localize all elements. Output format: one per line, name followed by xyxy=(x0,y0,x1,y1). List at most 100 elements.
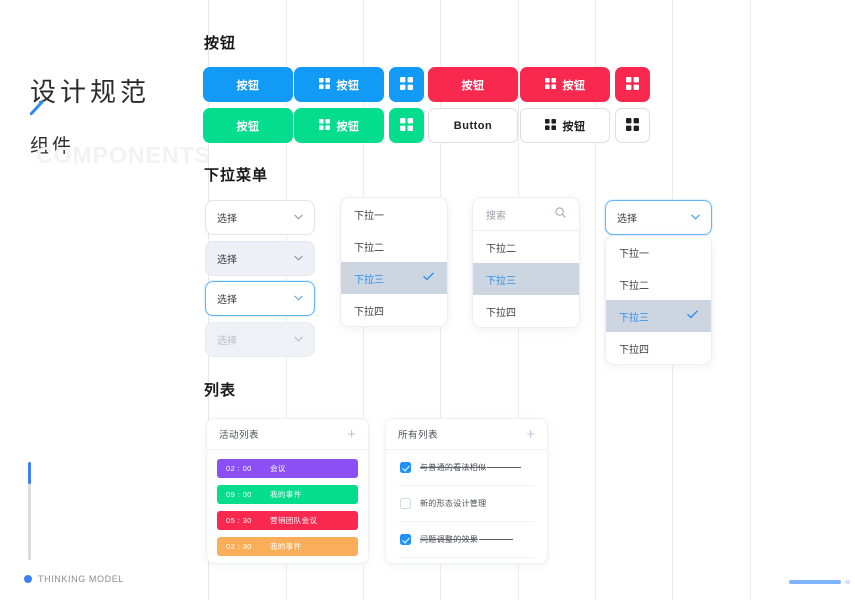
dropdown-option[interactable]: 下拉一 xyxy=(606,236,711,268)
search-input[interactable]: 搜索 xyxy=(473,198,579,231)
list-item-label: 新的形态设计管理 xyxy=(420,499,487,508)
button-primary-blue[interactable]: 按钮 xyxy=(203,67,293,102)
activity-item[interactable]: 02 : 30 我的事件 xyxy=(217,537,358,556)
button-label: 按钮 xyxy=(461,79,485,92)
dropdown-panel-open[interactable]: 下拉一 下拉二 下拉三 下拉四 xyxy=(605,235,712,365)
activity-item[interactable]: 09 : 00 我的事件 xyxy=(217,485,358,504)
grid-4-icon xyxy=(400,117,413,134)
dropdown-option-selected[interactable]: 下拉三 xyxy=(473,263,579,295)
dropdown-option[interactable]: 下拉四 xyxy=(606,332,711,364)
plus-icon[interactable]: + xyxy=(526,425,535,443)
option-label: 下拉一 xyxy=(619,248,649,260)
select-value: 选择 xyxy=(217,214,237,225)
select-default[interactable]: 选择 xyxy=(205,200,315,235)
chevron-down-icon xyxy=(294,253,303,264)
list-item[interactable]: 问题调整的效果 xyxy=(398,522,535,558)
section-title-buttons: 按钮 xyxy=(204,35,237,52)
horizontal-scrollbar-track[interactable] xyxy=(845,580,850,584)
card-header: 所有列表 + xyxy=(386,419,547,450)
checkbox-checked[interactable] xyxy=(400,462,411,473)
search-icon[interactable] xyxy=(555,207,566,221)
button-danger-red-with-icon[interactable]: 按钮 xyxy=(520,67,610,102)
select-hover[interactable]: 选择 xyxy=(205,241,315,276)
button-outline-with-icon[interactable]: 按钮 xyxy=(520,108,610,143)
dropdown-option-selected[interactable]: 下拉三 xyxy=(606,300,711,332)
button-danger-red[interactable]: 按钮 xyxy=(428,67,518,102)
select-value: 选择 xyxy=(217,295,237,306)
grid-4-icon xyxy=(318,77,330,92)
dropdown-option[interactable]: 下拉四 xyxy=(473,295,579,327)
select-disabled: 选择 xyxy=(205,322,315,357)
activity-name: 我的事件 xyxy=(270,542,302,551)
activity-name: 会议 xyxy=(270,464,286,473)
button-success-green[interactable]: 按钮 xyxy=(203,108,293,143)
chevron-down-icon xyxy=(294,293,303,304)
grid-4-icon xyxy=(400,76,413,93)
option-label: 下拉二 xyxy=(354,242,384,254)
option-label: 下拉三 xyxy=(619,312,649,324)
all-list-card: 所有列表 + 与普通的看法相似 新的形态设计管理 问题调整的效果 解决问题, 不… xyxy=(385,418,548,564)
card-title: 活动列表 xyxy=(219,430,260,441)
button-icon-only-outline[interactable] xyxy=(615,108,650,143)
search-placeholder: 搜索 xyxy=(486,210,506,222)
page-ghost-text: COMPONENTS xyxy=(36,142,211,168)
activity-item[interactable]: 05 : 30 营销团队会议 xyxy=(217,511,358,530)
plus-icon[interactable]: + xyxy=(347,425,356,443)
button-label: 按钮 xyxy=(562,79,586,92)
list-item[interactable]: 新的形态设计管理 xyxy=(398,486,535,522)
activity-time: 09 : 00 xyxy=(226,490,252,499)
section-title-list: 列表 xyxy=(204,382,237,399)
select-focused[interactable]: 选择 xyxy=(205,281,315,316)
dropdown-option[interactable]: 下拉一 xyxy=(341,198,447,230)
chevron-down-icon xyxy=(691,212,700,223)
button-icon-only-green[interactable] xyxy=(389,108,424,143)
button-label: 按钮 xyxy=(336,79,360,92)
button-outline-default[interactable]: Button xyxy=(428,108,518,143)
grid-4-icon xyxy=(318,118,330,133)
guide-line-8 xyxy=(750,0,751,600)
option-label: 下拉四 xyxy=(619,344,649,356)
status-dot-icon xyxy=(24,575,32,583)
grid-4-icon xyxy=(544,118,556,133)
list-item[interactable]: 与普通的看法相似 xyxy=(398,450,535,486)
dropdown-option[interactable]: 下拉二 xyxy=(341,230,447,262)
all-list-body: 与普通的看法相似 新的形态设计管理 问题调整的效果 解决问题, 不用列出 xyxy=(386,450,547,563)
activity-item[interactable]: 02 : 00 会议 xyxy=(217,459,358,478)
select-value: 选择 xyxy=(217,255,237,266)
activity-time: 02 : 00 xyxy=(226,464,252,473)
list-item[interactable]: 解决问题, 不用列出 xyxy=(398,558,535,563)
checkbox-unchecked[interactable] xyxy=(400,498,411,509)
dropdown-option[interactable]: 下拉二 xyxy=(473,231,579,263)
option-label: 下拉二 xyxy=(486,243,516,255)
activity-time: 05 : 30 xyxy=(226,516,252,525)
button-label: 按钮 xyxy=(562,120,586,133)
option-label: 下拉三 xyxy=(486,275,516,287)
button-label: Button xyxy=(453,119,493,132)
dropdown-panel-basic[interactable]: 下拉一 下拉二 下拉三 下拉四 xyxy=(340,197,448,327)
dropdown-option[interactable]: 下拉四 xyxy=(341,294,447,326)
option-label: 下拉一 xyxy=(354,210,384,222)
vertical-scrollbar[interactable] xyxy=(28,462,31,560)
option-label: 下拉四 xyxy=(486,307,516,319)
button-primary-blue-with-icon[interactable]: 按钮 xyxy=(294,67,384,102)
dropdown-panel-searchable[interactable]: 搜索 下拉二 下拉三 下拉四 xyxy=(472,197,580,328)
activity-item[interactable]: 09 : 30 公司会议 xyxy=(217,563,358,564)
thinking-model-label: THINKING MODEL xyxy=(38,574,124,584)
horizontal-scrollbar[interactable] xyxy=(789,580,841,584)
option-label: 下拉二 xyxy=(619,280,649,292)
button-icon-only-blue[interactable] xyxy=(389,67,424,102)
button-success-green-with-icon[interactable]: 按钮 xyxy=(294,108,384,143)
check-icon xyxy=(423,272,434,284)
checkbox-checked[interactable] xyxy=(400,534,411,545)
dropdown-option[interactable]: 下拉二 xyxy=(606,268,711,300)
activity-name: 营销团队会议 xyxy=(270,516,318,525)
dropdown-option-selected[interactable]: 下拉三 xyxy=(341,262,447,294)
scrollbar-thumb[interactable] xyxy=(28,462,31,484)
activity-name: 我的事件 xyxy=(270,490,302,499)
activity-list-body: 02 : 00 会议 09 : 00 我的事件 05 : 30 营销团队会议 0… xyxy=(207,450,368,564)
grid-4-icon xyxy=(544,77,556,92)
button-label: 按钮 xyxy=(336,120,360,133)
select-open-trigger[interactable]: 选择 xyxy=(605,200,712,235)
button-icon-only-red[interactable] xyxy=(615,67,650,102)
